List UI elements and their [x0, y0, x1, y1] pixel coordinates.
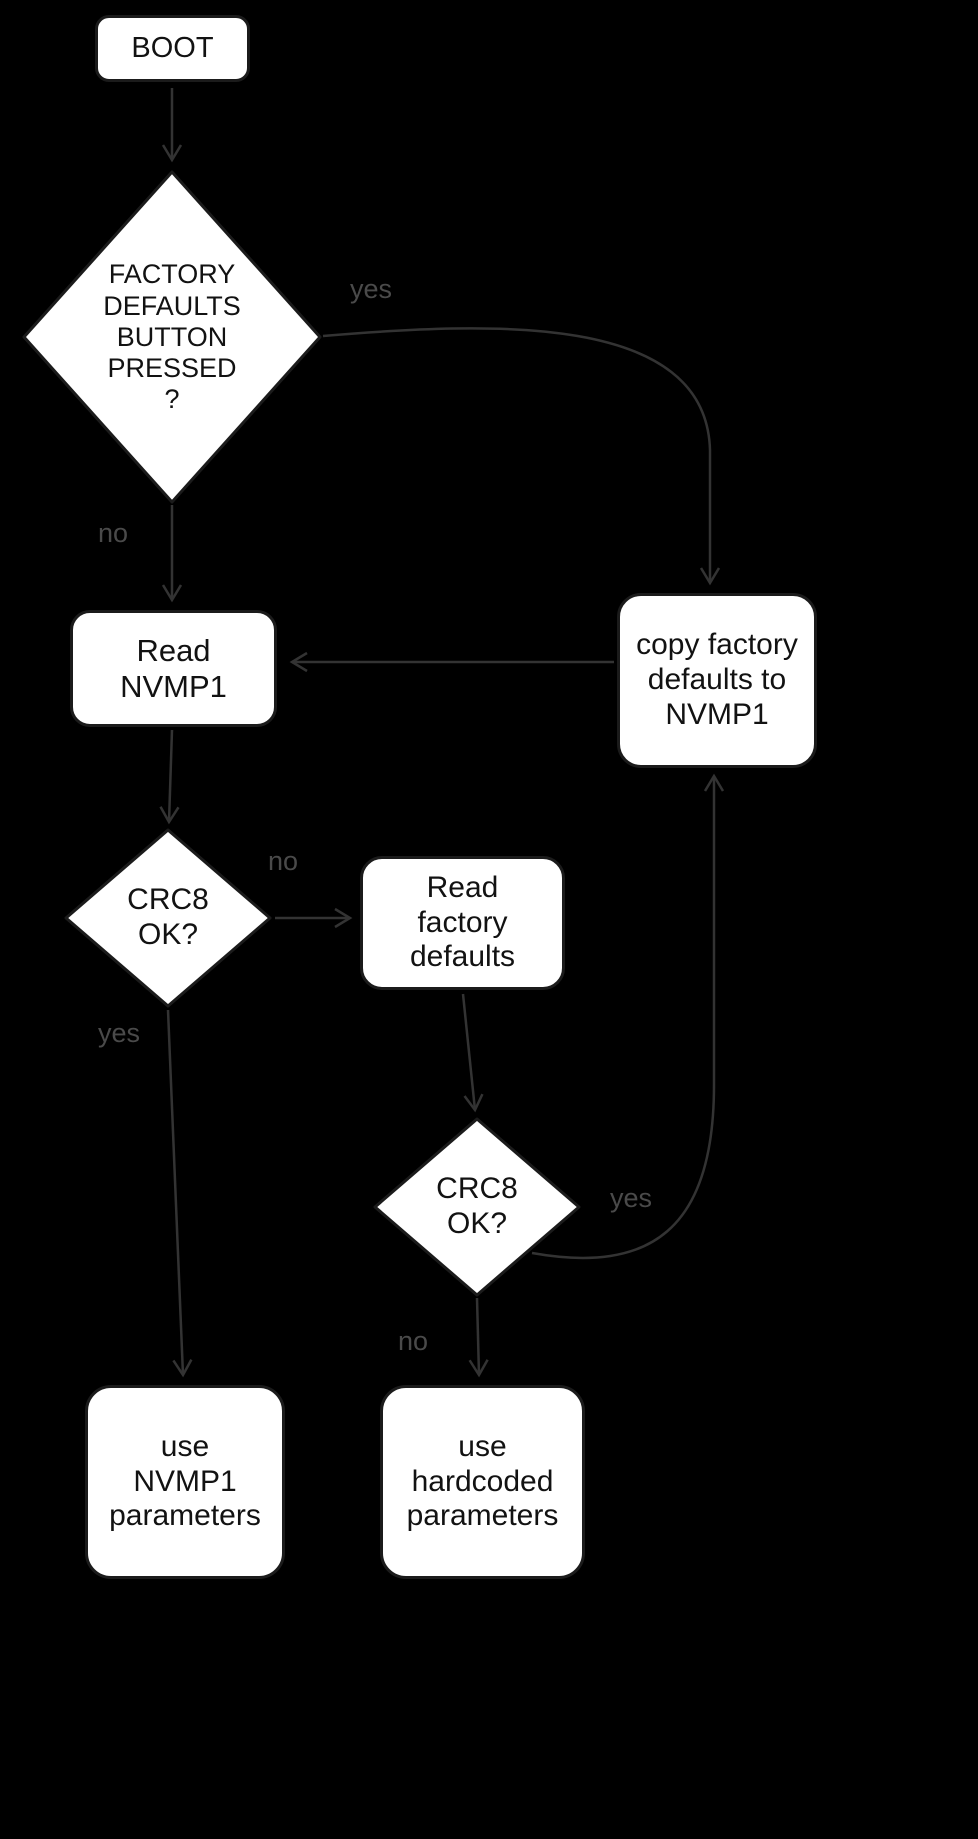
- node-use-nvmp1: use NVMP1 parameters: [85, 1385, 285, 1579]
- node-read-nvmp1-label: Read NVMP1: [120, 632, 227, 704]
- edge-crc8-check-2-yes-to-copy-defaults: [531, 773, 725, 1260]
- node-boot-label: BOOT: [131, 31, 214, 64]
- node-use-hardcoded: use hardcoded parameters: [380, 1385, 585, 1579]
- node-use-nvmp1-label: use NVMP1 parameters: [109, 1429, 261, 1533]
- node-read-nvmp1: Read NVMP1: [70, 610, 277, 727]
- crc8-check-2-decision-diamond: [373, 1117, 581, 1297]
- edge-read-factory-to-crc8-check-2: [461, 993, 484, 1113]
- edge-crc8-check-2-no-to-use-hardcoded: [468, 1297, 489, 1378]
- node-use-hardcoded-label: use hardcoded parameters: [406, 1429, 559, 1533]
- edge-crc8-check-1-yes-to-use-nvmp1: [166, 1009, 193, 1378]
- node-factory-button-label: FACTORY DEFAULTS BUTTON PRESSED ?: [103, 259, 241, 415]
- factory-button-decision-diamond: [22, 170, 322, 504]
- edge-label-factory-no: no: [98, 518, 129, 548]
- node-crc8-check-1-label: CRC8 OK?: [127, 883, 209, 951]
- edge-label-factory-yes: yes: [350, 274, 393, 304]
- crc8-check-1-decision-diamond: [64, 828, 272, 1008]
- node-read-factory: Read factory defaults: [360, 856, 565, 990]
- edge-label-crc1-no: no: [268, 846, 299, 876]
- edge-label-crc1-yes: yes: [98, 1018, 141, 1048]
- node-boot: BOOT: [95, 15, 250, 82]
- edge-read-nvmp1-to-crc8-check-1: [159, 729, 180, 825]
- edge-label-crc2-yes: yes: [610, 1183, 653, 1213]
- node-read-factory-label: Read factory defaults: [409, 870, 516, 974]
- edge-factory-button-yes-to-copy-defaults: [322, 327, 721, 586]
- node-crc8-check-2: CRC8 OK?: [407, 1167, 547, 1247]
- node-copy-defaults: copy factory defaults to NVMP1: [617, 593, 817, 768]
- node-crc8-check-1: CRC8 OK?: [98, 878, 238, 958]
- edge-label-crc2-no: no: [398, 1326, 429, 1356]
- node-copy-defaults-label: copy factory defaults to NVMP1: [636, 628, 798, 731]
- node-factory-button: FACTORY DEFAULTS BUTTON PRESSED ?: [52, 240, 292, 435]
- node-crc8-check-2-label: CRC8 OK?: [436, 1172, 518, 1240]
